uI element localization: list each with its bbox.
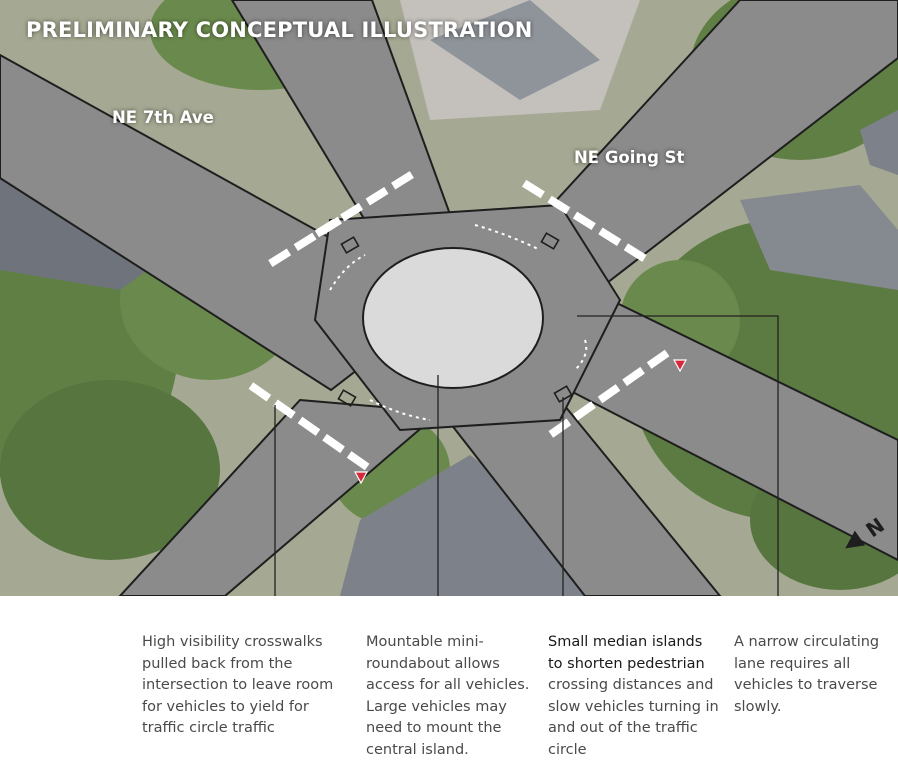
callout-crosswalks: High visibility crosswalks pulled back f…	[142, 634, 334, 736]
intersection-illustration: N	[0, 0, 898, 596]
roads	[0, 0, 898, 596]
crosswalks	[248, 171, 670, 471]
yield-lines	[329, 224, 588, 421]
callout-median-islands-emphasis: Small median islands to shorten pedestri…	[548, 634, 705, 672]
leader-lines	[274, 315, 779, 596]
callout-median-islands: Small median islands to shorten pedestri…	[548, 632, 720, 761]
median-islands	[337, 232, 573, 407]
callout-circulating-lane: A narrow circulating lane requires all v…	[734, 634, 880, 715]
street-label-ne-7th-ave: NE 7th Ave	[112, 108, 214, 127]
mini-roundabout	[362, 247, 544, 389]
street-label-ne-going-st: NE Going St	[574, 148, 685, 167]
yield-signs	[353, 359, 688, 485]
callout-median-islands-text: crossing distances and slow vehicles tur…	[548, 677, 719, 758]
callout-roundabout: Mountable mini-roundabout allows access …	[366, 634, 530, 758]
banner-title: PRELIMINARY CONCEPTUAL ILLUSTRATION	[26, 18, 533, 42]
